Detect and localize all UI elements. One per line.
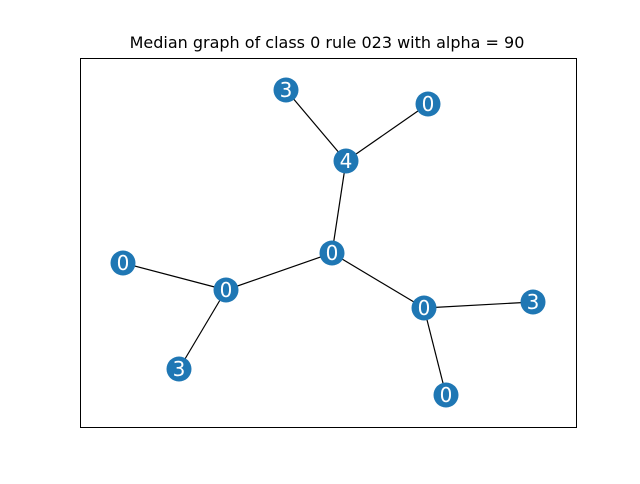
graph-node: 0 [415,91,441,117]
node-circle [273,77,299,103]
node-label: 3 [527,290,540,314]
node-label: 3 [280,78,293,102]
graph-edge [331,252,425,309]
graph-node: 3 [166,356,192,382]
node-circle [520,289,546,315]
node-label: 0 [422,92,435,116]
graph-edge [345,103,429,162]
node-circle [213,277,239,303]
plot-frame [80,58,577,428]
graph-node: 0 [319,240,345,266]
graph-edge [122,262,227,291]
node-circle [333,148,359,174]
graph-node: 0 [411,295,437,321]
graph-edge [423,307,447,396]
node-circle [411,295,437,321]
node-label: 3 [173,357,186,381]
node-label: 0 [220,278,233,302]
graph-node: 0 [213,277,239,303]
edges-layer [122,89,534,396]
node-circle [415,91,441,117]
graph-edge [285,89,347,162]
node-label: 0 [418,296,431,320]
node-label: 4 [340,149,353,173]
graph-edge [225,252,333,291]
node-circle [433,382,459,408]
graph-edge [331,160,347,254]
graph-node: 0 [110,250,136,276]
graph-node: 3 [273,77,299,103]
node-label: 0 [117,251,130,275]
node-circle [319,240,345,266]
node-label: 0 [440,383,453,407]
graph-node: 0 [433,382,459,408]
nodes-layer: 3 0 4 0 0 0 0 3 3 0 [110,77,546,408]
node-circle [110,250,136,276]
graph-edge [423,301,534,309]
graph-node: 4 [333,148,359,174]
graph-edge [178,289,227,370]
node-label: 0 [326,241,339,265]
node-circle [166,356,192,382]
chart-title: Median graph of class 0 rule 023 with al… [130,33,525,52]
graph-node: 3 [520,289,546,315]
